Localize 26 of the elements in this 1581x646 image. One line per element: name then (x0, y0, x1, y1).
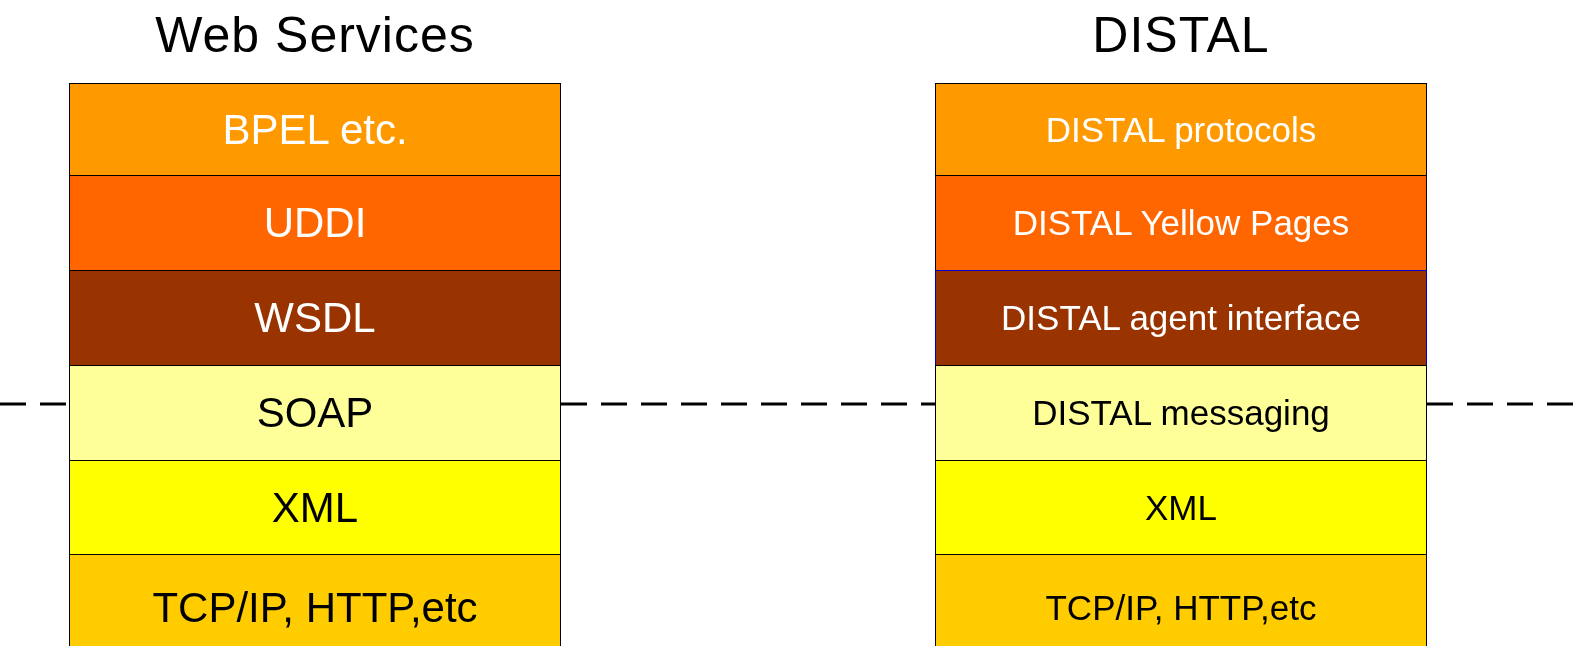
layer-box (935, 175, 1427, 271)
column-heading: DISTAL (1092, 6, 1270, 64)
layer-box (69, 83, 561, 176)
layer-label: WSDL (254, 294, 376, 342)
layer-label: TCP/IP, HTTP,etc (1045, 587, 1317, 628)
layer-label: DISTAL agent interface (1001, 298, 1361, 338)
layer-box (935, 83, 1427, 176)
layer-label: XML (271, 483, 359, 532)
layer-label: XML (1145, 487, 1217, 528)
layer-label: BPEL etc. (222, 105, 408, 154)
layer-label: DISTAL messaging (1032, 393, 1330, 433)
layer-label: DISTAL Yellow Pages (1012, 203, 1350, 243)
layer-box (69, 460, 561, 555)
layer-box (935, 270, 1427, 366)
column-heading: Web Services (155, 6, 475, 64)
layer-box (935, 460, 1427, 555)
layer-label: UDDI (263, 199, 367, 247)
layer-box (69, 365, 561, 461)
layer-label: SOAP (256, 389, 374, 437)
layer-box (935, 554, 1427, 646)
layer-box (935, 365, 1427, 461)
layer-box (69, 270, 561, 366)
layer-box (69, 175, 561, 271)
layer-box (69, 554, 561, 646)
layer-label: DISTAL protocols (1045, 109, 1317, 150)
layer-label: TCP/IP, HTTP,etc (152, 583, 478, 632)
